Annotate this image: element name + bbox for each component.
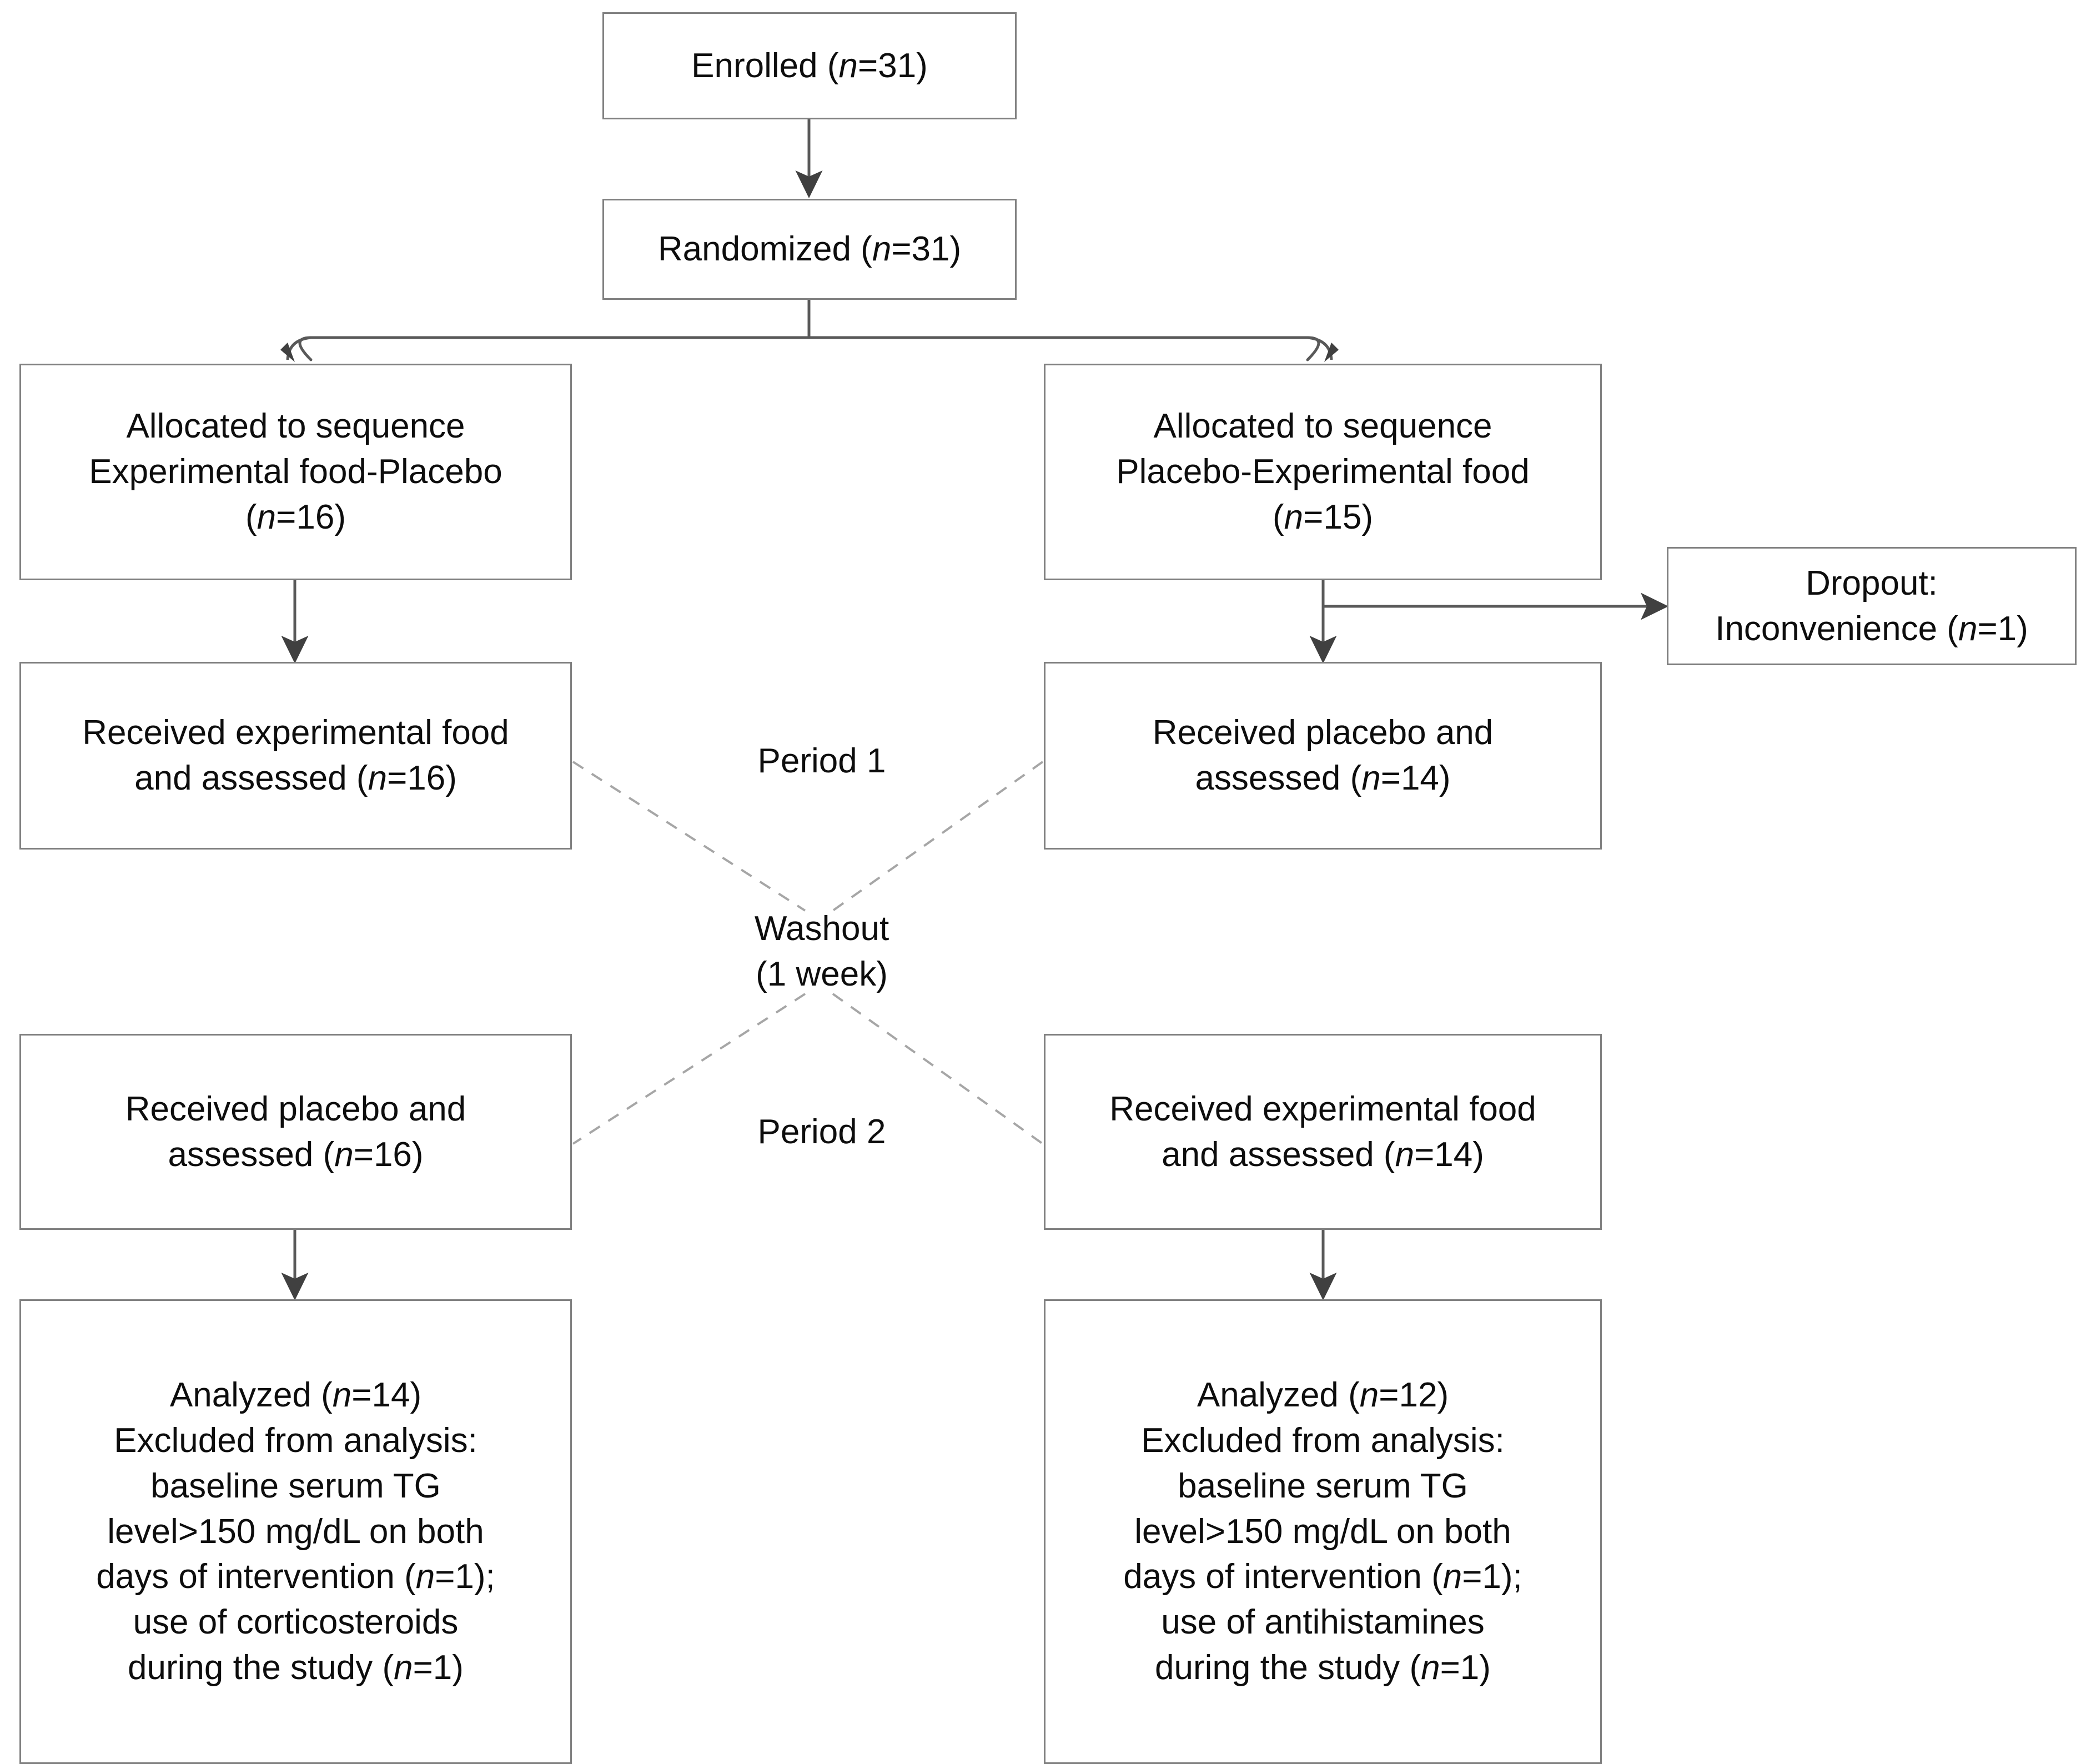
label-period-1: Period 1 [757,742,886,780]
node-dropout-label: Dropout:Inconvenience (n=1) [1715,564,2028,648]
label-washout: Washout (1 week) [754,909,889,993]
node-randomized-label: Randomized (n=31) [657,230,962,269]
connector-split-left-drop [286,336,311,360]
washout-dash-p1right-to-center [832,761,1044,912]
node-analyzed-left-label: Analyzed (n=14)Excluded from analysis:ba… [96,1376,495,1687]
connector-randomized-split-bus [298,336,1320,361]
washout-dash-p1left-to-center [572,761,806,912]
node-analyzed-left: Analyzed (n=14)Excluded from analysis:ba… [19,1299,572,1764]
label-period-2: Period 2 [757,1113,886,1151]
node-enrolled-label: Enrolled (n=31) [691,46,928,85]
node-analyzed-right-label: Analyzed (n=12)Excluded from analysis:ba… [1123,1376,1522,1687]
node-analyzed-right: Analyzed (n=12)Excluded from analysis:ba… [1044,1299,1602,1764]
node-randomized: Randomized (n=31) [602,199,1017,300]
split-right-arrowhead [1324,343,1339,362]
washout-dash-center-to-p2left [572,993,806,1145]
connector-split-left-arrow [294,338,295,359]
node-enrolled: Enrolled (n=31) [602,12,1017,119]
split-left-arrowhead [280,343,295,362]
node-dropout: Dropout:Inconvenience (n=1) [1667,547,2077,665]
